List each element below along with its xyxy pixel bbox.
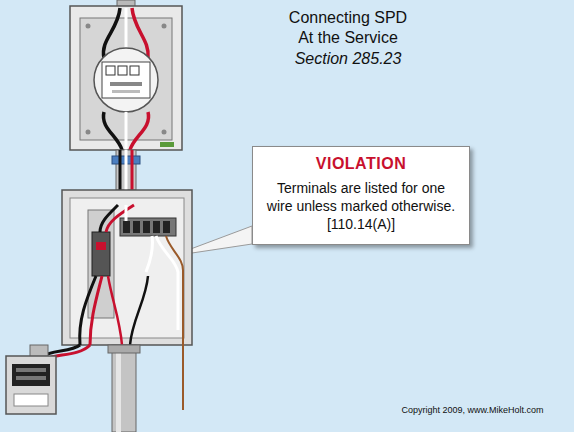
copyright-note: Copyright 2009, www.MikeHolt.com <box>380 405 565 415</box>
callout-box: VIOLATION Terminals are listed for one wi… <box>252 146 470 245</box>
title: Connecting SPD At the Service <box>283 8 413 48</box>
callout-heading: VIOLATION <box>263 155 459 173</box>
section-reference: Section 285.23 <box>283 50 413 68</box>
meter-enclosure <box>70 6 182 150</box>
branch-conduit <box>108 345 140 432</box>
service-panel <box>62 190 192 345</box>
callout-text: Terminals are listed for one wire unless… <box>263 179 459 234</box>
grounding-conductor <box>182 345 184 410</box>
surge-protective-device <box>6 345 90 414</box>
